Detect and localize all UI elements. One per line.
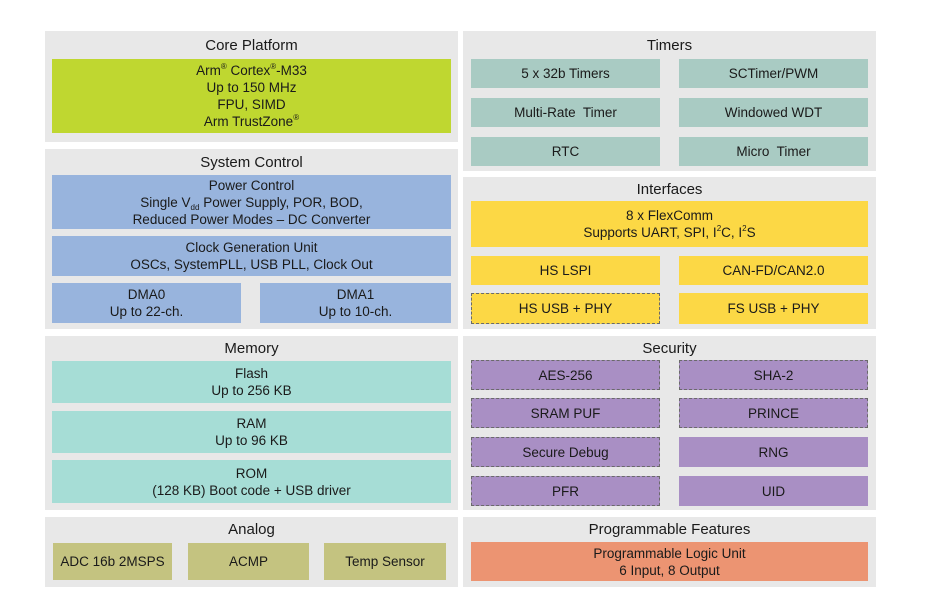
flexcomm-title: 8 x FlexComm — [625, 208, 713, 223]
sctimer-block: SCTimer/PWM — [679, 59, 868, 88]
can-fd-label: CAN-FD/CAN2.0 — [722, 263, 825, 278]
dma0-title: DMA0 — [127, 287, 166, 302]
hs-usb-label: HS USB + PHY — [518, 301, 613, 316]
system-control-panel: System Control Power Control Single Vdd … — [45, 149, 458, 329]
programmable-panel: Programmable Features Programmable Logic… — [463, 517, 876, 587]
rng-block: RNG — [679, 437, 868, 467]
rtc-label: RTC — [551, 144, 580, 159]
uid-block: UID — [679, 476, 868, 506]
plu-title: Programmable Logic Unit — [593, 545, 746, 561]
flash-title: Flash — [234, 366, 268, 381]
analog-panel: Analog ADC 16b 2MSPS ACMP Temp Sensor — [45, 517, 458, 587]
ram-title: RAM — [236, 416, 267, 431]
pfr-label: PFR — [552, 483, 579, 499]
fs-usb-label: FS USB + PHY — [727, 301, 820, 316]
core-speed: Up to 150 MHz — [206, 80, 297, 95]
pfr-block: PFR — [471, 476, 660, 506]
power-control-title: Power Control — [208, 177, 295, 193]
mrt-block: Multi-Rate Timer — [471, 98, 660, 127]
uid-label: UID — [761, 483, 786, 499]
clock-generation-detail: OSCs, SystemPLL, USB PLL, Clock Out — [130, 257, 373, 272]
sram-puf-label: SRAM PUF — [530, 405, 601, 421]
secure-debug-label: Secure Debug — [522, 444, 609, 460]
power-control-block: Power Control Single Vdd Power Supply, P… — [52, 175, 451, 229]
rom-detail: (128 KB) Boot code + USB driver — [152, 482, 351, 498]
core-fpu: FPU, SIMD — [217, 97, 286, 112]
mrt-label: Multi-Rate Timer — [514, 105, 617, 120]
security-title: Security — [642, 340, 697, 357]
security-panel: Security AES-256 SHA-2 SRAM PUF PRINCE S… — [463, 336, 876, 510]
prince-block: PRINCE — [679, 398, 868, 428]
rtc-block: RTC — [471, 137, 660, 166]
cortex-m33-block: Arm® Cortex®-M33 Up to 150 MHz FPU, SIMD… — [52, 59, 451, 133]
rom-title: ROM — [235, 465, 268, 481]
flash-block: Flash Up to 256 KB — [52, 361, 451, 403]
analog-title: Analog — [228, 521, 275, 538]
sram-puf-block: SRAM PUF — [471, 398, 660, 428]
acmp-label: ACMP — [228, 554, 268, 569]
prince-label: PRINCE — [747, 405, 799, 421]
timers-title: Timers — [646, 37, 693, 54]
aes-label: AES-256 — [538, 367, 593, 383]
fs-usb-block: FS USB + PHY — [679, 293, 868, 324]
micro-timer-block: Micro Timer — [679, 137, 868, 166]
wwdt-label: Windowed WDT — [724, 105, 823, 120]
clock-generation-block: Clock Generation Unit OSCs, SystemPLL, U… — [52, 236, 451, 276]
core-platform-panel: Core Platform Arm® Cortex®-M33 Up to 150… — [45, 31, 458, 142]
wwdt-block: Windowed WDT — [679, 98, 868, 127]
plu-block: Programmable Logic Unit 6 Input, 8 Outpu… — [471, 542, 868, 581]
hs-lspi-block: HS LSPI — [471, 256, 660, 285]
can-fd-block: CAN-FD/CAN2.0 — [679, 256, 868, 285]
power-control-line2: Single Vdd Power Supply, POR, BOD, — [140, 194, 363, 212]
micro-timer-label: Micro Timer — [736, 144, 811, 159]
flexcomm-detail: Supports UART, SPI, I2C, I2S — [583, 224, 756, 241]
power-control-line3: Reduced Power Modes – DC Converter — [132, 211, 371, 227]
dma1-detail: Up to 10-ch. — [318, 304, 393, 319]
programmable-title: Programmable Features — [588, 521, 751, 538]
core-trustzone: Arm TrustZone® — [203, 113, 300, 130]
memory-title: Memory — [224, 340, 279, 357]
flash-detail: Up to 256 KB — [211, 383, 292, 398]
dma1-block: DMA1 Up to 10-ch. — [260, 283, 451, 323]
dma0-detail: Up to 22-ch. — [109, 304, 184, 319]
adc-label: ADC 16b 2MSPS — [60, 554, 165, 569]
sha-block: SHA-2 — [679, 360, 868, 390]
cortex-m33-line: Arm® Cortex®-M33 — [196, 62, 307, 79]
hs-lspi-label: HS LSPI — [539, 263, 592, 278]
ram-block: RAM Up to 96 KB — [52, 411, 451, 453]
sha-label: SHA-2 — [753, 367, 794, 383]
dma1-title: DMA1 — [336, 287, 375, 302]
timers-panel: Timers 5 x 32b Timers SCTimer/PWM Multi-… — [463, 31, 876, 171]
core-platform-title: Core Platform — [205, 37, 298, 54]
secure-debug-block: Secure Debug — [471, 437, 660, 467]
flexcomm-block: 8 x FlexComm Supports UART, SPI, I2C, I2… — [471, 201, 868, 247]
memory-panel: Memory Flash Up to 256 KB RAM Up to 96 K… — [45, 336, 458, 510]
acmp-block: ACMP — [188, 543, 309, 580]
aes-block: AES-256 — [471, 360, 660, 390]
sctimer-label: SCTimer/PWM — [728, 66, 819, 81]
plu-detail: 6 Input, 8 Output — [619, 562, 720, 578]
hs-usb-block: HS USB + PHY — [471, 293, 660, 324]
temp-sensor-label: Temp Sensor — [345, 554, 425, 569]
system-control-title: System Control — [200, 154, 303, 171]
rng-label: RNG — [758, 444, 789, 460]
interfaces-panel: Interfaces 8 x FlexComm Supports UART, S… — [463, 177, 876, 329]
temp-sensor-block: Temp Sensor — [324, 543, 446, 580]
timers32-block: 5 x 32b Timers — [471, 59, 660, 88]
ram-detail: Up to 96 KB — [215, 433, 288, 448]
adc-block: ADC 16b 2MSPS — [53, 543, 172, 580]
clock-generation-title: Clock Generation Unit — [185, 240, 318, 255]
rom-block: ROM (128 KB) Boot code + USB driver — [52, 460, 451, 503]
dma0-block: DMA0 Up to 22-ch. — [52, 283, 241, 323]
interfaces-title: Interfaces — [636, 181, 703, 198]
timers32-label: 5 x 32b Timers — [521, 66, 610, 81]
